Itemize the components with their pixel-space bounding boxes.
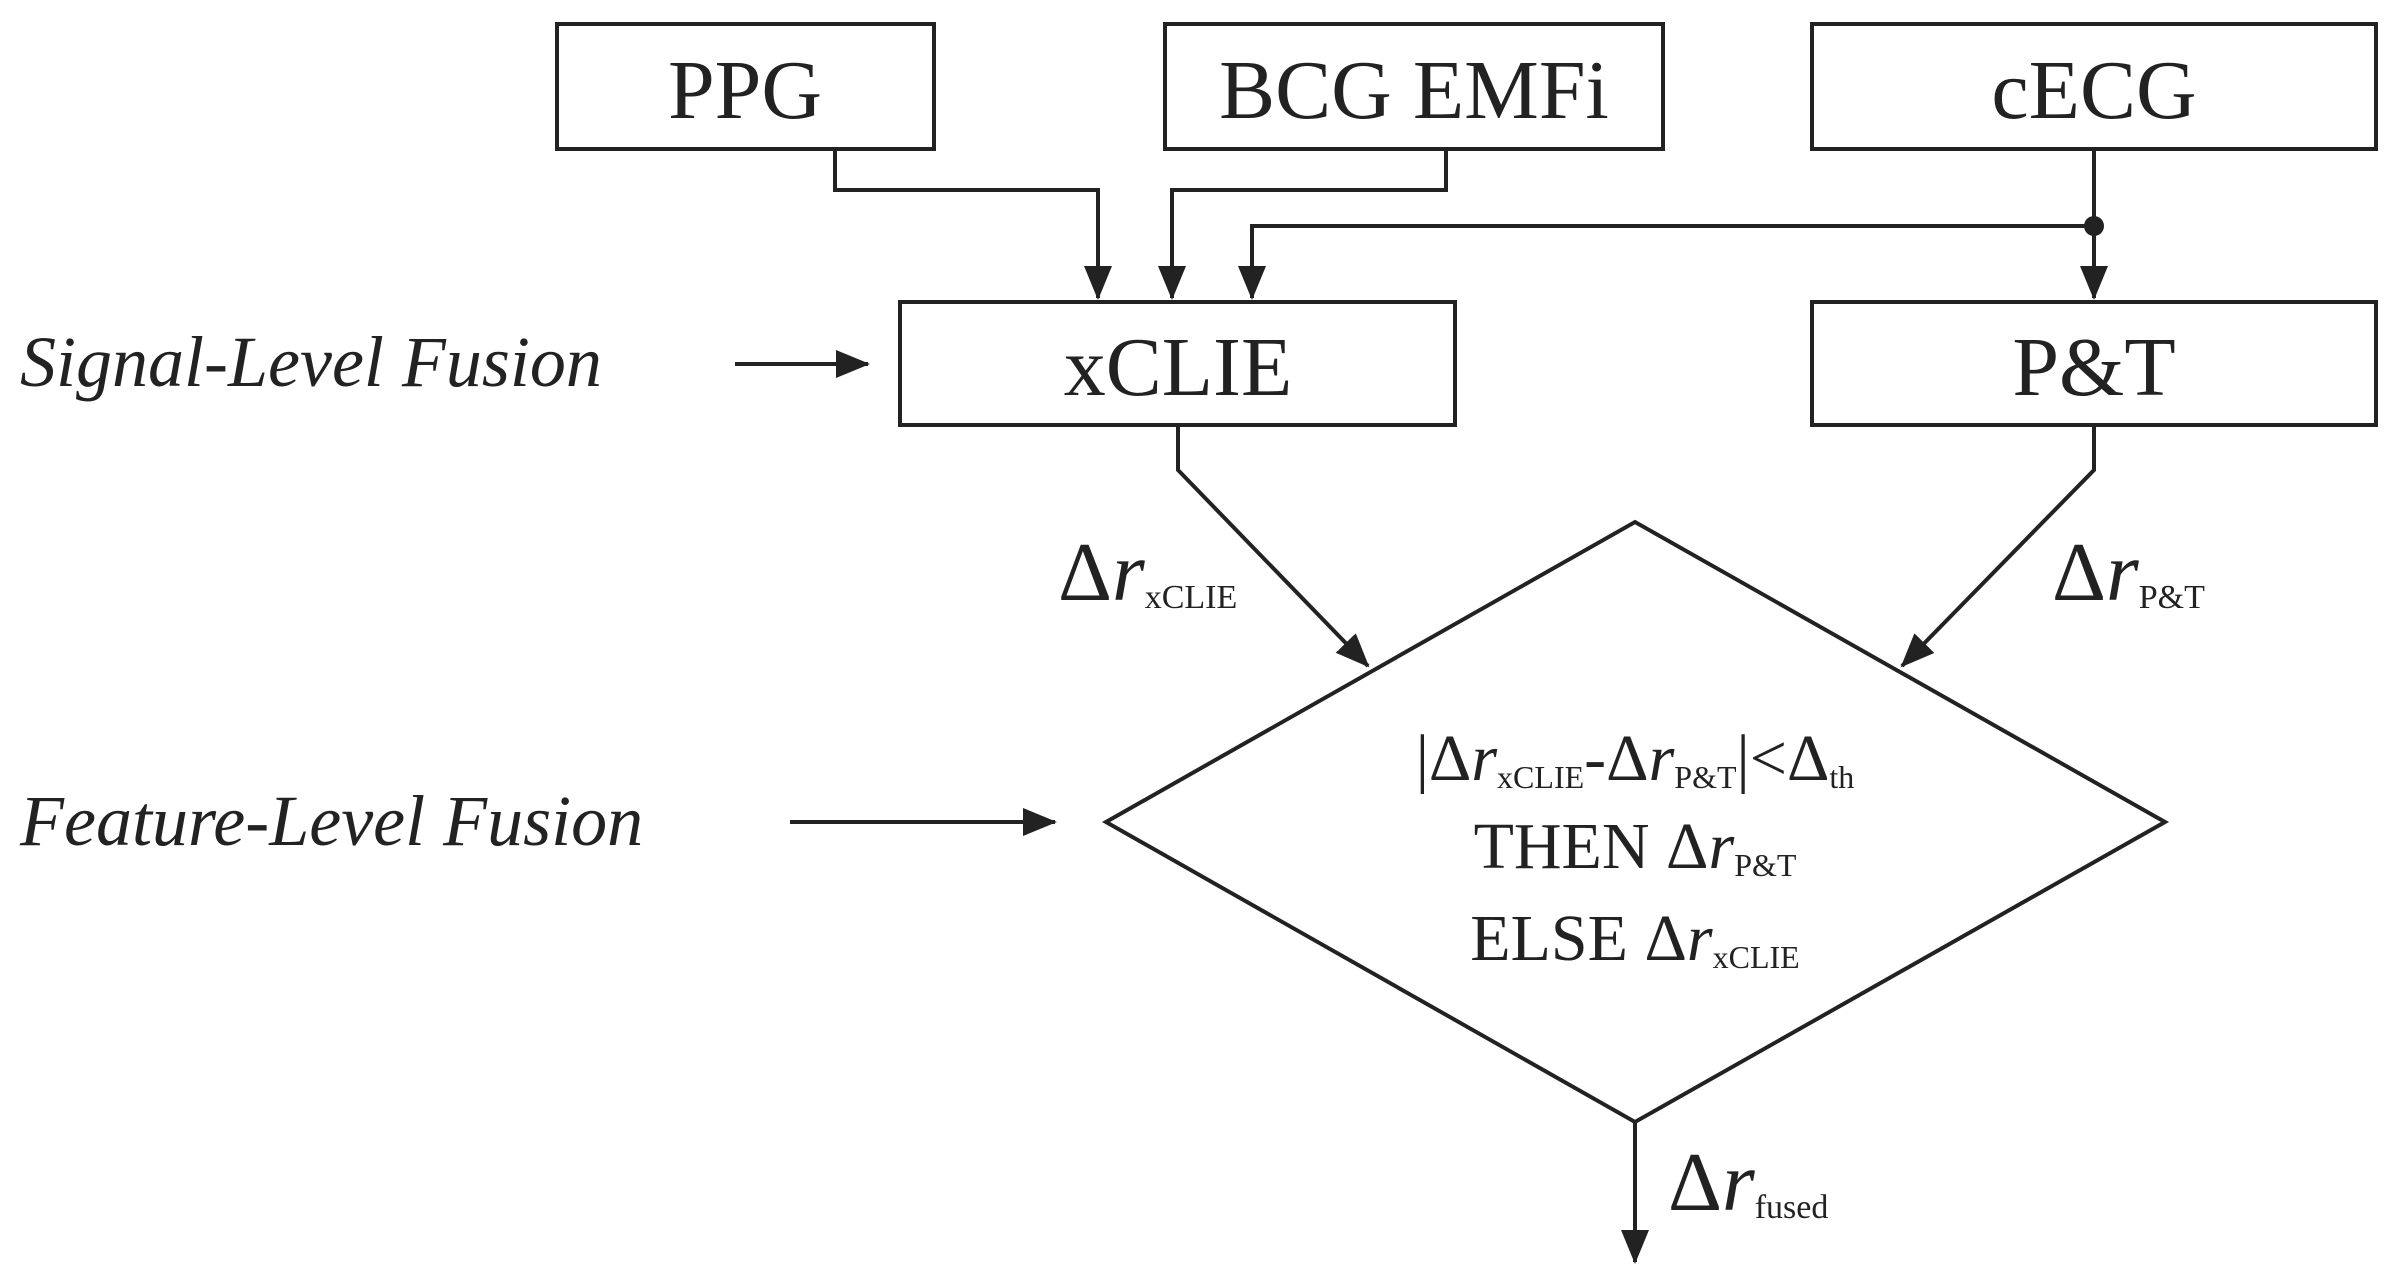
decision-condition-line: |ΔrxCLIE-ΔrP&T|<Δth xyxy=(1416,722,1855,795)
cecg-label: cECG xyxy=(1991,44,2196,137)
delta-r-pt-edge-label: ΔrP&T xyxy=(2052,526,2205,619)
ppg-to-xclie-connector xyxy=(833,149,1112,300)
decision-else-line: ELSE ΔrxCLIE xyxy=(1470,902,1799,975)
bcg-emfi-label: BCG EMFi xyxy=(1219,44,1609,137)
decision-then-line: THEN ΔrP&T xyxy=(1474,810,1797,883)
cecg-block: cECG xyxy=(1810,22,2378,151)
pt-block: P&T xyxy=(1810,300,2378,427)
pt-to-decision-connector xyxy=(1900,425,2096,668)
xclie-to-decision-connector xyxy=(1176,425,1370,668)
signal-level-annotation: Signal-Level Fusion xyxy=(20,322,870,402)
feature-level-fusion-label: Feature-Level Fusion xyxy=(19,781,643,861)
signal-level-fusion-label: Signal-Level Fusion xyxy=(20,322,602,402)
xclie-block: xCLIE xyxy=(898,300,1457,427)
delta-r-xclie-edge-label: ΔrxCLIE xyxy=(1058,526,1237,619)
xclie-label: xCLIE xyxy=(1064,321,1293,414)
cecg-to-xclie-connector xyxy=(1238,224,2094,300)
ppg-block: PPG xyxy=(555,22,936,151)
delta-r-fused-output-label: Δrfused xyxy=(1668,1136,1828,1229)
bcg-emfi-block: BCG EMFi xyxy=(1163,22,1665,151)
bcg-to-xclie-connector xyxy=(1158,149,1448,300)
ppg-label: PPG xyxy=(668,44,822,137)
pt-label: P&T xyxy=(2012,321,2175,414)
junction-dot xyxy=(2084,216,2104,236)
decision-diamond: |ΔrxCLIE-ΔrP&T|<Δth THEN ΔrP&T ELSE ΔrxC… xyxy=(1101,519,2170,1125)
feature-level-annotation: Feature-Level Fusion xyxy=(19,781,1057,861)
